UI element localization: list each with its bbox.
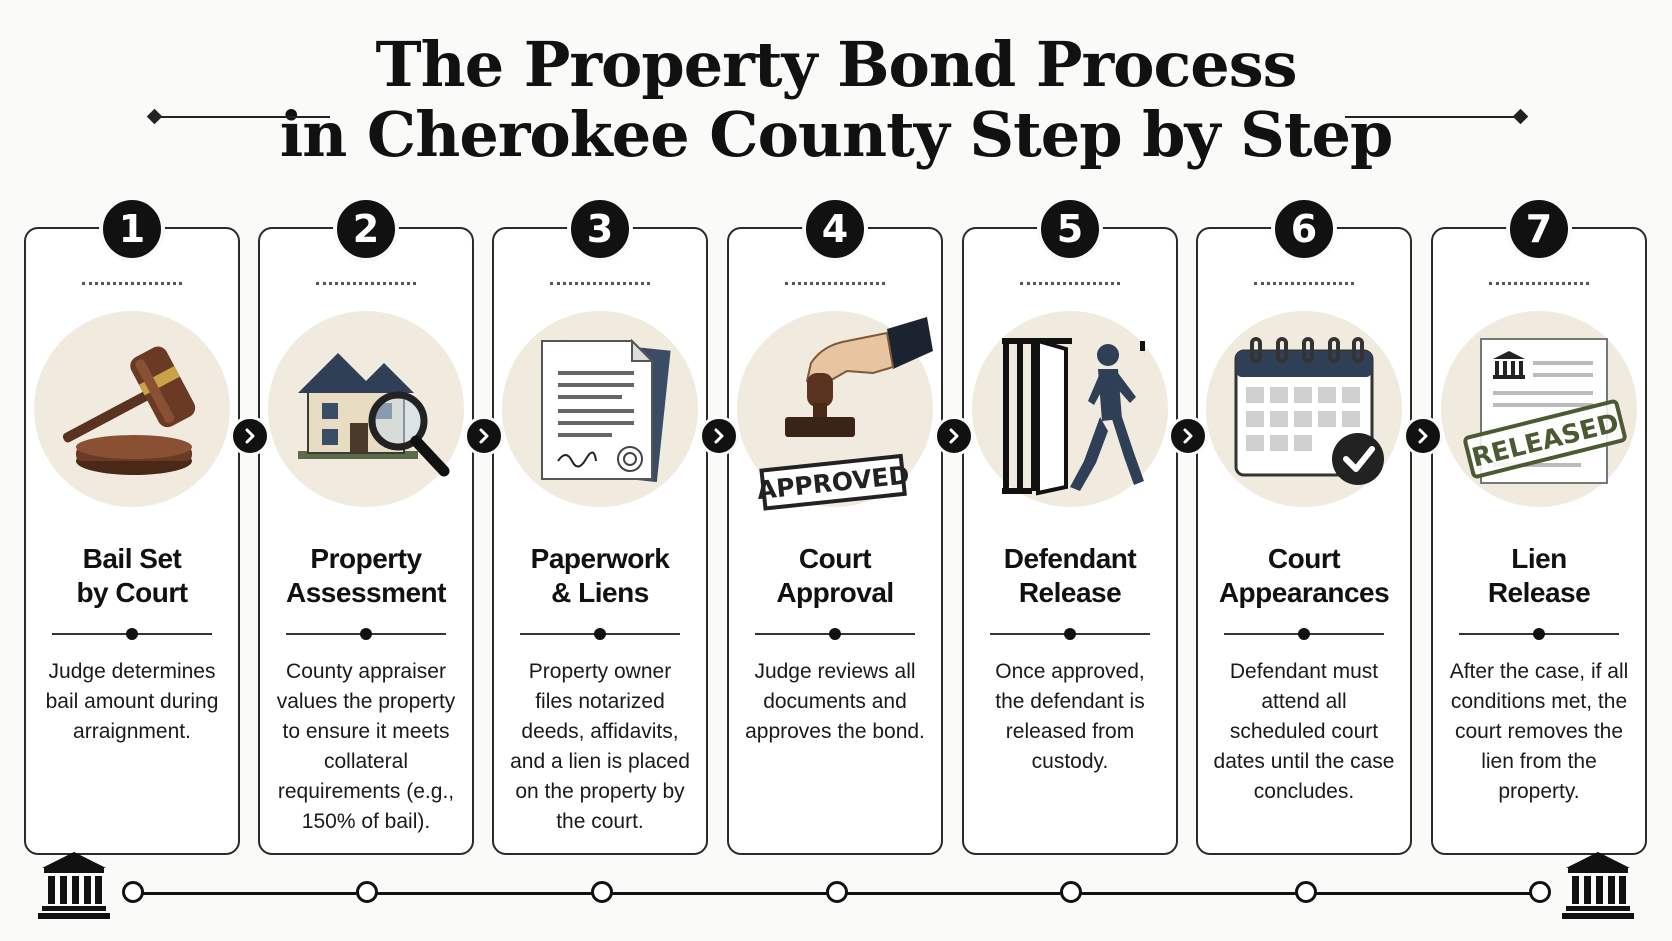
dotted-divider — [1489, 282, 1589, 285]
step-card-3: 3 Paperwork & Liens Property owner files… — [492, 196, 708, 855]
gavel-icon — [34, 311, 230, 507]
title-separator — [1224, 628, 1384, 640]
chevron-right-icon — [1403, 416, 1443, 456]
dotted-divider — [550, 282, 650, 285]
title-line-2: in Cherokee County Step by Step — [279, 98, 1394, 171]
step-number-badge: 1 — [99, 196, 165, 262]
step-description: After the case, if all conditions met, t… — [1449, 660, 1629, 803]
step-number-badge: 2 — [333, 196, 399, 262]
courthouse-icon — [38, 852, 110, 919]
chevron-right-icon — [230, 416, 270, 456]
dotted-divider — [1020, 282, 1120, 285]
timeline-node — [591, 881, 613, 903]
chevron-right-icon — [1168, 416, 1208, 456]
step-title: Court Appearances — [1218, 543, 1390, 608]
documents-icon — [502, 311, 698, 507]
title-line-1: The Property Bond Process — [375, 28, 1297, 101]
chevron-right-icon — [699, 416, 739, 456]
calendar-check-icon — [1206, 311, 1402, 507]
title-separator — [990, 628, 1150, 640]
title-separator — [52, 628, 212, 640]
step-description: County appraiser values the property to … — [276, 660, 456, 833]
title-separator — [520, 628, 680, 640]
title-separator — [286, 628, 446, 640]
step-title: Paperwork & Liens — [530, 543, 670, 608]
timeline-node — [356, 881, 378, 903]
courthouse-icon — [1562, 852, 1634, 919]
step-description: Judge reviews all documents and approves… — [745, 660, 925, 743]
step-description: Property owner files notarized deeds, af… — [510, 660, 690, 833]
step-card-7: 7 RELEASED Lien Release — [1431, 196, 1647, 855]
timeline-node — [122, 881, 144, 903]
step-description: Judge determines bail amount during arra… — [45, 660, 219, 743]
step-card-1: 1 Bail Set by Court Judge determines bai… — [24, 196, 240, 855]
title-divider-right — [1345, 116, 1520, 118]
step-card-2: 2 Property Assessment County appraiser v… — [258, 196, 474, 855]
dotted-divider — [82, 282, 182, 285]
step-number-badge: 6 — [1271, 196, 1337, 262]
person-leaving-jail-icon — [972, 311, 1168, 507]
timeline-node — [1529, 881, 1551, 903]
step-description: Once approved, the defendant is released… — [995, 660, 1145, 773]
step-title: Property Assessment — [286, 543, 446, 608]
title-separator — [755, 628, 915, 640]
chevron-right-icon — [464, 416, 504, 456]
step-number-badge: 4 — [802, 196, 868, 262]
approval-stamp-icon: APPROVED — [737, 311, 933, 511]
timeline-node — [1060, 881, 1082, 903]
step-number-badge: 7 — [1506, 196, 1572, 262]
step-title: Defendant Release — [1003, 543, 1137, 608]
step-number-badge: 3 — [567, 196, 633, 262]
timeline-node — [1295, 881, 1317, 903]
step-title: Lien Release — [1487, 543, 1591, 608]
step-title: Court Approval — [776, 543, 894, 608]
timeline-node — [826, 881, 848, 903]
dotted-divider — [785, 282, 885, 285]
dotted-divider — [1254, 282, 1354, 285]
dotted-divider — [316, 282, 416, 285]
house-magnifier-icon — [268, 311, 464, 507]
title-divider-left — [155, 116, 330, 118]
step-card-6: 6 Court Appearances Defendant must — [1196, 196, 1412, 855]
step-number-badge: 5 — [1037, 196, 1103, 262]
released-document-icon: RELEASED — [1441, 311, 1637, 507]
step-description: Defendant must attend all scheduled cour… — [1213, 660, 1395, 803]
step-card-5: 5 Defendant Release Once approved, the d… — [962, 196, 1178, 855]
step-title: Bail Set by Court — [76, 543, 188, 608]
chevron-right-icon — [934, 416, 974, 456]
title-separator — [1459, 628, 1619, 640]
step-card-4: 4 APPROVED Court Approval Judge reviews … — [727, 196, 943, 855]
page-title: The Property Bond Process in Cherokee Co… — [0, 30, 1672, 170]
